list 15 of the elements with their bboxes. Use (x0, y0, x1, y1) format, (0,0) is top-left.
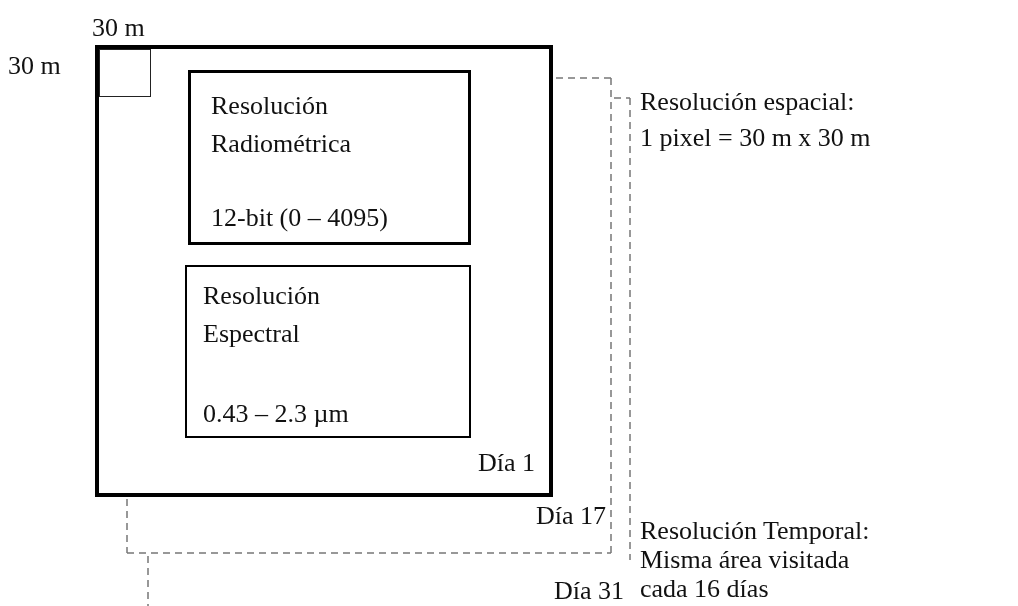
dimension-label: 30 m (8, 50, 61, 82)
pixel-square (99, 49, 151, 97)
day-label: Día 31 (554, 575, 625, 606)
note-text: Resolución espacial: 1 pixel = 30 m x 30 m (640, 86, 872, 154)
dimension-label: 30 m (92, 12, 145, 44)
box-heading: Resolución Espectral (203, 280, 321, 350)
image-frame (95, 45, 553, 497)
note-text: Resolución Temporal: Misma área visitada cada 16 días (640, 516, 871, 603)
value-text: 12-bit (0 – 4095) (211, 202, 388, 234)
day-label: Día 1 (477, 447, 535, 479)
day-label: Día 17 (536, 500, 607, 532)
value-text: 0.43 – 2.3 µm (203, 398, 349, 430)
radiometric-box (188, 70, 471, 245)
box-heading: Resolución Radiométrica (211, 90, 353, 160)
spectral-box (185, 265, 471, 438)
